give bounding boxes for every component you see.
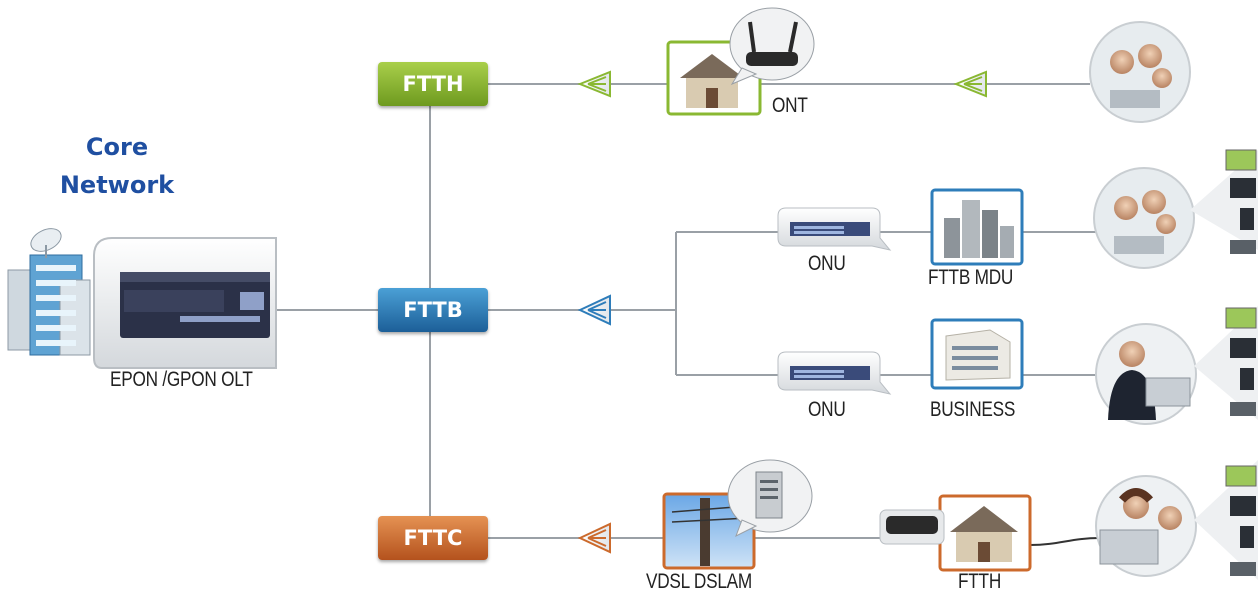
fttb-mdu-label: FTTB MDU xyxy=(928,266,1014,289)
vdsl-dslam-label: VDSL DSLAM xyxy=(646,570,752,593)
onu-label-1: ONU xyxy=(808,252,846,275)
onu-switch-icon-1 xyxy=(777,207,892,251)
router-bubble-icon xyxy=(729,7,815,86)
businessman-photo-icon xyxy=(1095,323,1197,425)
business-building-icon xyxy=(930,318,1024,390)
core-network-title: Core Network xyxy=(52,128,182,204)
splitter-icon-ftth-2 xyxy=(953,70,987,98)
business-label: BUSINESS xyxy=(930,398,1016,421)
ftth-home-icon xyxy=(938,494,1032,572)
core-network-title-line2: Network xyxy=(59,171,175,199)
onu-switch-icon-2 xyxy=(777,351,892,395)
core-network-building-icon xyxy=(7,228,91,356)
ftth-home-label: FTTH xyxy=(958,570,1002,593)
terminal-devices-group-2 xyxy=(1194,306,1258,420)
splitter-icon-ftth-1 xyxy=(577,70,611,98)
family-photo-icon-2 xyxy=(1093,167,1195,269)
olt-label: EPON /GPON OLT xyxy=(110,368,253,391)
ftth-tag: FTTH xyxy=(378,62,488,106)
women-photo-icon xyxy=(1095,475,1197,577)
modem-icon xyxy=(879,509,945,545)
dslam-pole-icon xyxy=(662,492,756,570)
olt-device-icon xyxy=(93,237,277,369)
core-network-title-line1: Core xyxy=(85,133,149,161)
onu-label-2: ONU xyxy=(808,398,846,421)
fttb-tag: FTTB xyxy=(378,288,488,332)
terminal-devices-group-3 xyxy=(1194,460,1258,580)
splitter-icon-fttc xyxy=(577,522,611,554)
family-photo-icon-1 xyxy=(1089,21,1191,123)
ont-label: ONT xyxy=(772,94,808,117)
mdu-building-icon xyxy=(930,188,1024,266)
dslam-cabinet-bubble-icon xyxy=(727,459,813,538)
fttc-tag: FTTC xyxy=(378,516,488,560)
ftth-home-cable xyxy=(1029,537,1101,546)
splitter-icon-fttb xyxy=(577,294,611,326)
terminal-devices-group-1 xyxy=(1190,149,1258,254)
